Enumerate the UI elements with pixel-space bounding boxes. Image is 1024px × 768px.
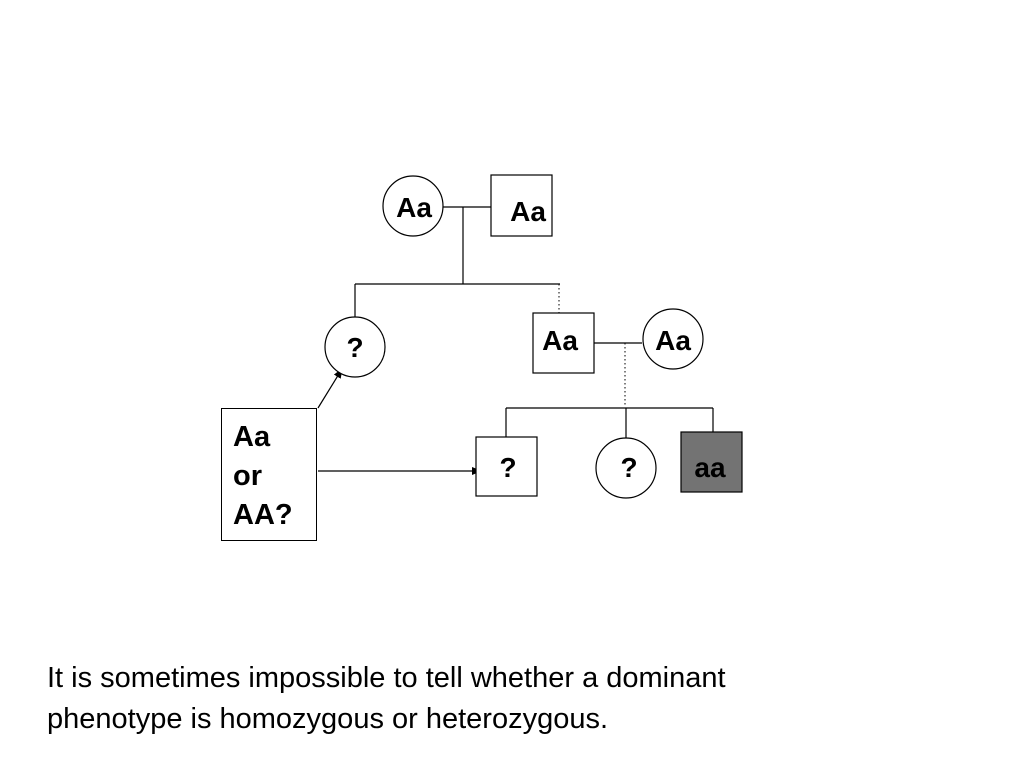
gen2-daughter-symbol: [324, 316, 386, 378]
gen1-mother-label: Aa: [396, 192, 432, 223]
gen2-son-symbol: [532, 312, 595, 374]
gen3-son-label: ?: [499, 452, 516, 483]
gen2-spouse-label: Aa: [655, 325, 691, 356]
question-line-2: or: [233, 460, 262, 492]
gen2-spouse-symbol: [642, 308, 704, 370]
gen3-son-symbol: [475, 436, 538, 497]
caption-line-1: It is sometimes impossible to tell wheth…: [47, 662, 726, 694]
gen3-affected-son-symbol: [680, 431, 743, 493]
gen1-father-symbol: [490, 174, 553, 237]
gen2-daughter-label: ?: [346, 332, 363, 363]
question-line-1: Aa: [233, 421, 271, 453]
gen3-daughter-label: ?: [620, 452, 637, 483]
gen1-father-label: Aa: [510, 196, 546, 227]
gen3-affected-son-label: aa: [694, 452, 726, 483]
arrow-to-gen2-daughter: [317, 368, 343, 409]
gen2-son-label: Aa: [542, 325, 578, 356]
question-line-3: AA?: [233, 499, 293, 531]
gen3-daughter-symbol: [595, 437, 657, 499]
caption-line-2: phenotype is homozygous or heterozygous.: [47, 703, 609, 735]
gen1-mother-symbol: [382, 175, 444, 237]
caption: It is sometimes impossible to tell wheth…: [47, 658, 987, 740]
genotype-question-box: Aa or AA?: [221, 408, 317, 541]
